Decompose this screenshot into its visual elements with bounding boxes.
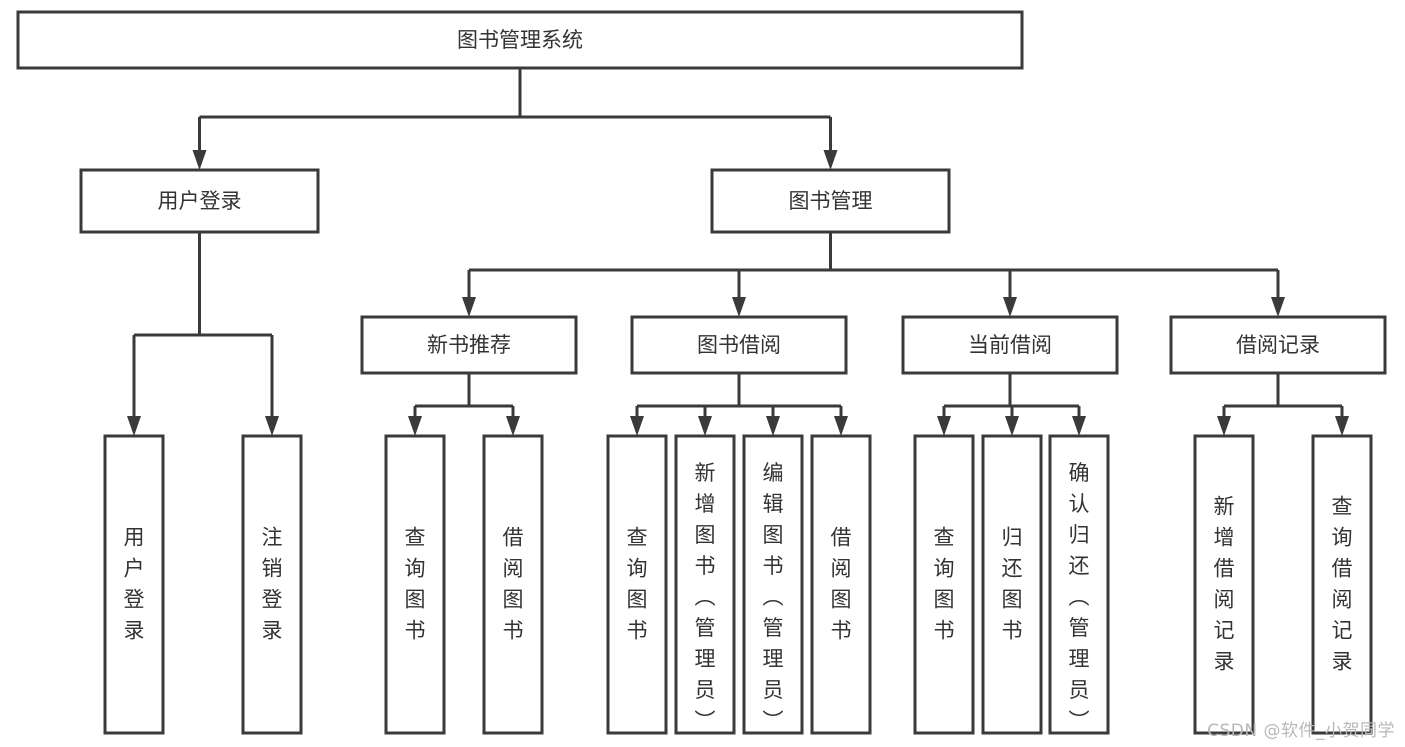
arrow-head-icon [1005, 416, 1019, 436]
arrow-head-icon [506, 416, 520, 436]
edge-group-n3c [937, 373, 1086, 436]
node-box [674, 434, 736, 735]
node-box [16, 10, 1024, 70]
arrow-head-icon [127, 416, 141, 436]
node-l2[interactable]: 注销登录 [241, 434, 303, 735]
node-label: 查询图书 [405, 526, 426, 643]
arrow-head-icon [834, 416, 848, 436]
node-label: 图书借阅 [697, 333, 781, 357]
node-box [241, 434, 303, 735]
arrow-head-icon [462, 297, 476, 317]
node-box [630, 315, 848, 375]
node-box [360, 315, 578, 375]
node-box [1048, 434, 1110, 735]
arrow-head-icon [937, 416, 951, 436]
node-box [606, 434, 668, 735]
node-l8[interactable]: 借阅图书 [810, 434, 872, 735]
node-l11[interactable]: 确认归还︵管理员︶ [1048, 434, 1110, 735]
node-l6[interactable]: 新增图书︵管理员︶ [674, 434, 736, 735]
node-label: 归还图书 [1002, 526, 1023, 643]
node-box [913, 434, 975, 735]
node-l5[interactable]: 查询图书 [606, 434, 668, 735]
node-label: 查询图书 [627, 526, 648, 643]
arrow-head-icon [1335, 416, 1349, 436]
arrow-head-icon [698, 416, 712, 436]
node-l4[interactable]: 借阅图书 [482, 434, 544, 735]
node-label: 借阅图书 [831, 526, 852, 643]
arrow-head-icon [1271, 297, 1285, 317]
node-n3b[interactable]: 图书借阅 [630, 315, 848, 375]
node-n2a[interactable]: 用户登录 [79, 168, 320, 234]
node-label: 当前借阅 [968, 333, 1052, 357]
arrow-head-icon [823, 150, 838, 170]
node-box [981, 434, 1043, 735]
node-box [79, 168, 320, 234]
node-label: 图书管理系统 [457, 28, 583, 52]
arrow-head-icon [408, 416, 422, 436]
node-label: 查询图书 [934, 526, 955, 643]
node-l13[interactable]: 查询借阅记录 [1311, 434, 1373, 735]
node-l3[interactable]: 查询图书 [384, 434, 446, 735]
arrow-head-icon [766, 416, 780, 436]
arrow-head-icon [732, 297, 746, 317]
edge-group-n3a [408, 373, 520, 436]
node-label: 用户登录 [124, 526, 145, 643]
node-n3a[interactable]: 新书推荐 [360, 315, 578, 375]
node-label: 编辑图书︵管理员︶ [763, 461, 784, 733]
node-l7[interactable]: 编辑图书︵管理员︶ [742, 434, 804, 735]
node-l9[interactable]: 查询图书 [913, 434, 975, 735]
node-label: 图书管理 [789, 189, 873, 213]
node-label: 用户登录 [158, 189, 242, 213]
arrow-head-icon [1072, 416, 1086, 436]
node-label: 确认归还︵管理员︶ [1069, 461, 1090, 733]
arrow-head-icon [1003, 297, 1017, 317]
node-box [1169, 315, 1387, 375]
node-label: 注销登录 [262, 526, 283, 643]
node-box [810, 434, 872, 735]
node-box [1311, 434, 1373, 735]
node-label: 借阅图书 [503, 526, 524, 643]
node-l1[interactable]: 用户登录 [103, 434, 165, 735]
edge-group-n2a [127, 232, 279, 436]
node-label: 新增借阅记录 [1214, 495, 1235, 674]
arrow-head-icon [1217, 416, 1231, 436]
node-label: 借阅记录 [1236, 333, 1320, 357]
edge-group-n3b [630, 373, 848, 436]
arrow-head-icon [192, 150, 207, 170]
watermark-text: CSDN @软件_小贺同学 [1207, 721, 1395, 741]
node-l10[interactable]: 归还图书 [981, 434, 1043, 735]
node-label: 查询借阅记录 [1332, 495, 1353, 674]
node-box [1193, 434, 1255, 735]
node-n3d[interactable]: 借阅记录 [1169, 315, 1387, 375]
node-box [710, 168, 951, 234]
edge-group-n3d [1217, 373, 1349, 436]
node-box [103, 434, 165, 735]
node-box [901, 315, 1119, 375]
node-box [742, 434, 804, 735]
arrow-head-icon [265, 416, 279, 436]
node-l12[interactable]: 新增借阅记录 [1193, 434, 1255, 735]
node-root[interactable]: 图书管理系统 [16, 10, 1024, 70]
node-label: 新增图书︵管理员︶ [695, 461, 716, 733]
connector-layer [127, 68, 1349, 436]
node-n2b[interactable]: 图书管理 [710, 168, 951, 234]
edge-group-root [192, 68, 838, 170]
node-box [384, 434, 446, 735]
node-box [482, 434, 544, 735]
node-layer: 图书管理系统用户登录图书管理新书推荐图书借阅当前借阅借阅记录用户登录注销登录查询… [16, 10, 1387, 735]
arrow-head-icon [630, 416, 644, 436]
edge-group-n2b [462, 232, 1285, 317]
node-label: 新书推荐 [427, 333, 511, 357]
node-n3c[interactable]: 当前借阅 [901, 315, 1119, 375]
